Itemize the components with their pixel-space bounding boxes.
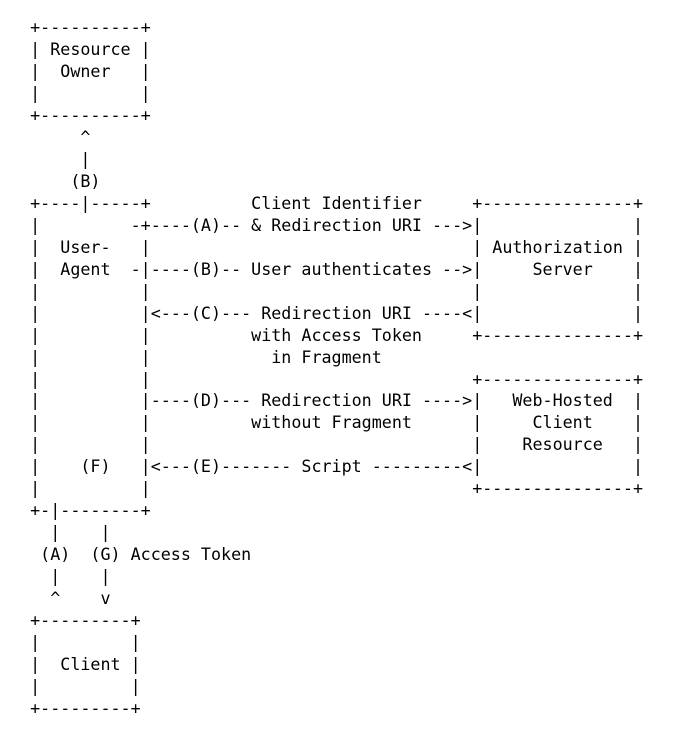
oauth-implicit-grant-flow-ascii-diagram: +----------+ | Resource | | Owner | | | … (30, 17, 643, 719)
